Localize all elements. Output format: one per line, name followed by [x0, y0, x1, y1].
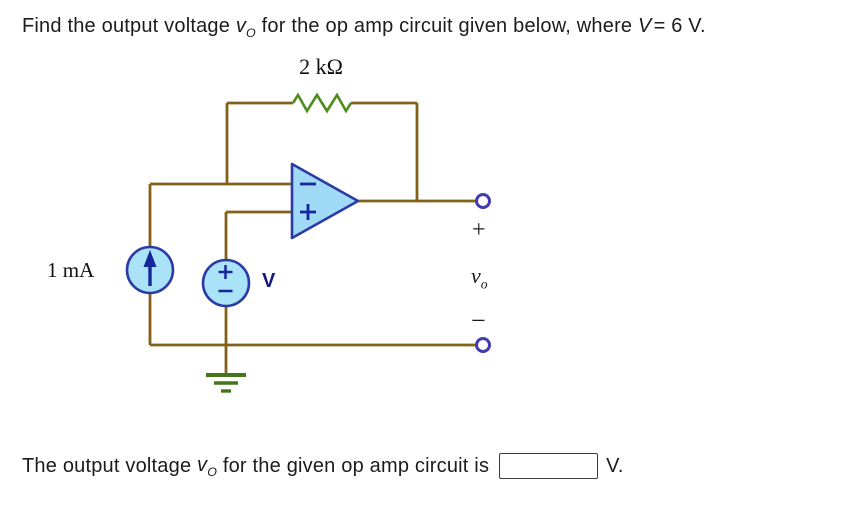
- current-source-icon: [125, 245, 175, 295]
- opamp-plus-input-icon: [300, 204, 316, 220]
- vo-symbol: vO: [235, 15, 256, 40]
- voltage-source-icon: [201, 258, 251, 308]
- output-vo-label: vo: [471, 263, 488, 292]
- voltage-source-label: V: [262, 270, 276, 292]
- output-terminal-top: [475, 193, 491, 209]
- answer-middle: for the given op amp circuit is: [217, 454, 490, 477]
- output-terminal-bottom: [475, 337, 491, 353]
- answer-sentence: The output voltage vO for the given op a…: [22, 449, 624, 483]
- vs-plus-icon: [218, 265, 233, 279]
- question-prefix: Find the output voltage: [22, 15, 236, 37]
- question-suffix: = 6 V.: [653, 15, 706, 37]
- output-plus-label: +: [472, 217, 486, 243]
- resistor-value-label: 2 kΩ: [299, 54, 343, 79]
- v-symbol: V: [638, 15, 652, 37]
- opamp-icon: [290, 162, 360, 240]
- ground-icon: [206, 373, 246, 393]
- resistor-icon: [291, 92, 353, 114]
- answer-input[interactable]: [499, 453, 599, 479]
- question-text: Find the output voltage vO for the op am…: [22, 15, 706, 40]
- circuit-wires: [148, 101, 476, 374]
- output-minus-label: −: [471, 306, 486, 335]
- answer-vo-symbol: vO: [197, 453, 218, 479]
- answer-unit: V.: [606, 454, 624, 477]
- current-source-label: 1 mA: [47, 258, 95, 282]
- question-middle: for the op amp circuit given below, wher…: [255, 15, 639, 37]
- answer-prefix: The output voltage: [22, 454, 198, 477]
